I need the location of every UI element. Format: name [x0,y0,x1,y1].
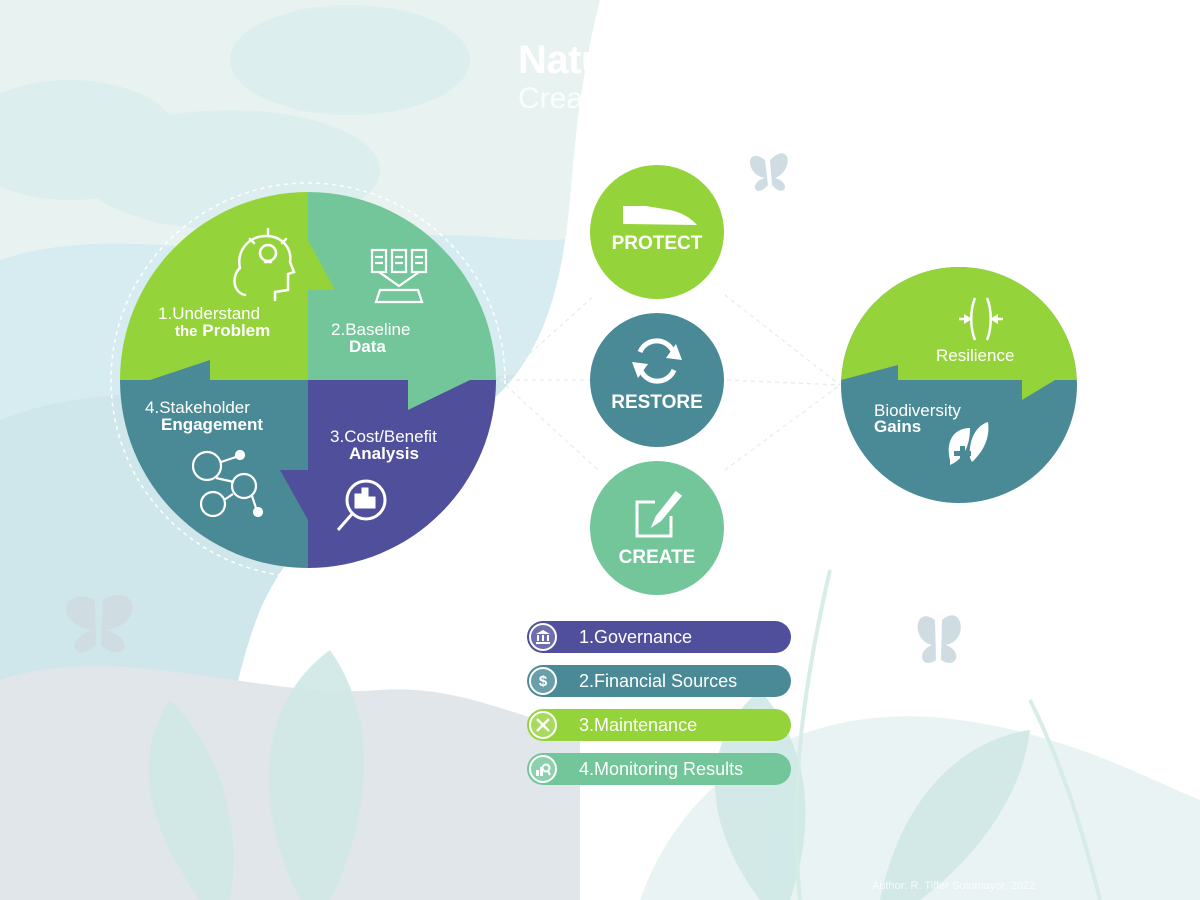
action-protect: PROTECT [590,165,724,299]
create-circle [590,461,724,595]
step-4-line-1: 4.Stakeholder [145,398,250,417]
enabler-financial-sources: $ 2.Financial Sources [527,665,791,697]
cycle-outline [110,182,506,578]
author-credit: Author: R. Tiffer Sotomayor, 2022 [872,880,1036,892]
step-3-line-2: Analysis [349,444,419,463]
arrow-notch-3 [280,380,335,520]
enabler-label: 1.Governance [579,627,693,647]
step-1-line-1: 1.Understand [158,304,260,323]
protect-circle [590,165,724,299]
bank-icon [529,623,557,651]
biodiversity-line-2: Gains [874,417,921,436]
enabler-label: 4.Monitoring Results [579,759,744,779]
hand-icon [623,206,697,225]
documents-tray-icon [370,248,428,304]
enabler-maintenance: 3.Maintenance [527,709,791,741]
resilience-label: Resilience [936,346,1014,365]
edit-square-icon [635,490,683,538]
arrow-notch-4 [150,360,308,405]
enabler-monitoring-results: 4.Monitoring Results [527,753,791,785]
enabler-label: 2.Financial Sources [579,671,738,691]
page-title: Nature Based Solutions [518,38,959,82]
quadrant-baseline [308,192,496,380]
action-create: CREATE [590,461,724,595]
step-4-line-2: Engagement [161,415,263,434]
title-block: Nature Based Solutions Creating benefits… [518,38,959,116]
protect-label: PROTECT [612,233,703,254]
create-label: CREATE [619,547,696,568]
chart-magnifier-icon [529,755,557,783]
refresh-arrows-icon [632,338,682,384]
restore-label: RESTORE [611,392,703,413]
head-lightbulb-icon [233,227,296,302]
enabler-label: 3.Maintenance [579,715,698,735]
arrow-notch-1 [282,240,335,380]
biodiversity-line-1: Biodiversity [874,401,961,420]
arrow-notch-2 [308,355,470,410]
tools-icon [529,711,557,739]
outcome-circle: Resilience Biodiversity Gains [841,267,1077,503]
quadrant-stakeholder [120,380,308,568]
leaf-plus-icon [948,422,989,465]
compress-arrows-icon [959,297,1003,341]
step-3-line-1: 3.Cost/Benefit [330,427,437,446]
step-2-line-2: Data [349,337,386,356]
action-restore: RESTORE [590,313,724,447]
magnifier-chart-icon [336,479,387,531]
quadrant-understand [120,192,308,380]
page-subtitle: Creating benefits to Biodiversity [518,82,940,115]
step-1-line-2: the Problem [175,321,270,340]
quadrant-cost-benefit [308,380,496,568]
outcome-top-half [841,267,1077,400]
network-people-icon [191,449,264,518]
dollar-icon: $ [529,667,557,695]
svg-text:$: $ [539,673,548,690]
step-2-line-1: 2.Baseline [331,320,410,339]
enabler-governance: 1.Governance [527,621,791,653]
